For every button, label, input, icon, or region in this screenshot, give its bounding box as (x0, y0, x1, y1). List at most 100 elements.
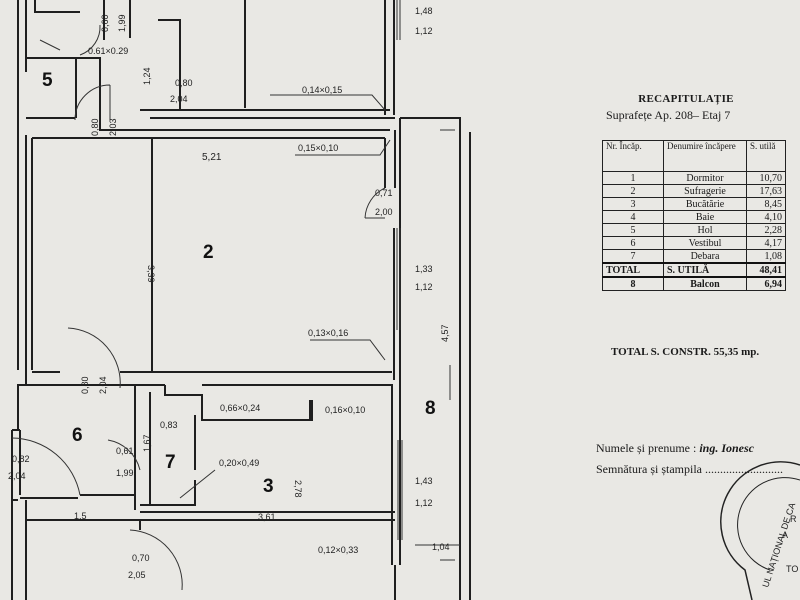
wall (391, 385, 401, 565)
room-number-8: 8 (425, 398, 436, 419)
dim-label: 1,12 (415, 282, 433, 292)
total-construction: TOTAL S. CONSTR. 55,35 mp. (611, 346, 760, 358)
room-area: 6,94 (746, 276, 786, 291)
dim-label: 5,21 (202, 152, 222, 163)
stamp-fragment: A (782, 530, 788, 540)
dim-label: 0,83 (160, 420, 178, 430)
room-number-7: 7 (165, 452, 176, 473)
leader (270, 94, 386, 111)
leader (39, 39, 61, 51)
dim-label: 0,80 (90, 118, 100, 136)
room-name: Hol (663, 223, 747, 237)
room-name: Bucătărie (663, 197, 747, 211)
dim-label: 0,13×0,16 (308, 328, 348, 338)
dim-label: 2,04 (8, 471, 26, 481)
dim-label: 1,12 (415, 498, 433, 508)
dim-label: 1,33 (415, 264, 433, 274)
dim-label: 1,24 (142, 67, 152, 85)
dim-label: 2,04 (98, 376, 108, 394)
dim-label: 0,61 (116, 446, 134, 456)
table-row: 5 Hol 2,28 (602, 223, 786, 237)
room-area: 8,45 (746, 197, 786, 211)
total-label: TOTAL (602, 262, 664, 278)
dim-label: 1,5 (74, 511, 87, 521)
dim-label: 3,61 (258, 512, 276, 522)
dim-label: 0,16×0,10 (325, 405, 365, 415)
room-area: 2,28 (746, 223, 786, 237)
table-row: 3 Bucătărie 8,45 (602, 197, 786, 211)
dim-label: 1,12 (415, 26, 433, 36)
room-name: Debara (663, 249, 747, 264)
dim-label: 0,66×0,24 (220, 403, 260, 413)
dim-label: 0,12×0,33 (318, 545, 358, 555)
room-nr: 6 (602, 236, 664, 250)
dim-label: 1,04 (432, 542, 450, 552)
door-swing (67, 327, 121, 389)
wall (134, 385, 196, 510)
column-header: S. utilă (746, 140, 786, 172)
dim-label: 0,80 (175, 78, 193, 88)
room-number-6: 6 (72, 425, 83, 446)
wall (12, 429, 78, 499)
dim-label: 0,14×0,15 (302, 85, 342, 95)
dim-label: 0,82 (12, 454, 30, 464)
column-header: Denumire încăpere (663, 140, 747, 172)
dim-label: 2,04 (170, 94, 188, 104)
table-row: 6 Vestibul 4,17 (602, 236, 786, 250)
room-area: 10,70 (746, 171, 786, 185)
room-nr: 5 (602, 223, 664, 237)
signature-name-line: Numele și prenume : ing. Ionesc (596, 441, 754, 456)
dim-label: 0,60 (100, 14, 110, 32)
room-number-5: 5 (42, 70, 53, 91)
door-swing (364, 187, 386, 219)
leader (440, 129, 455, 561)
dim-label: 2,00 (375, 207, 393, 217)
room-name: Baie (663, 210, 747, 224)
dim-label: 2,03 (108, 118, 118, 136)
leader (310, 339, 386, 361)
name-label: Numele și prenume : (596, 441, 697, 455)
total-area: 48,41 (746, 262, 786, 278)
room-name: Vestibul (663, 236, 747, 250)
table-row: 2 Sufragerie 17,63 (602, 184, 786, 198)
table-row: 4 Baie 4,10 (602, 210, 786, 224)
dim-label: 0,71 (375, 188, 393, 198)
dim-label: 1,48 (415, 6, 433, 16)
room-nr: 2 (602, 184, 664, 198)
wall (26, 57, 101, 119)
dim-label: 0,80 (80, 376, 90, 394)
signature-sign-line: Semnătura și ștampila ..................… (596, 462, 783, 476)
room-area: 4,10 (746, 210, 786, 224)
room-nr: 7 (602, 249, 664, 264)
recap-table: Nr. Încăp. Denumire încăpere S. utilă 1 … (602, 140, 786, 291)
door-swing (74, 84, 111, 121)
dim-label: 2,78 (293, 480, 303, 498)
dim-label: 3,39 (146, 265, 156, 283)
room-name: Balcon (663, 276, 747, 291)
door-swing (129, 529, 183, 591)
leader (179, 469, 216, 499)
wall (139, 511, 396, 600)
room-area: 17,63 (746, 184, 786, 198)
total-row: TOTAL S. UTILĂ 48,41 (602, 262, 786, 278)
column-header: Nr. Încăp. (602, 140, 664, 172)
dim-label: 2,05 (128, 570, 146, 580)
dimension-labels: 0,60 1,99 0.61×0.29 1,24 0,80 2,04 0,14×… (8, 6, 450, 580)
room-nr: 8 (602, 276, 664, 291)
total-name: S. UTILĂ (663, 262, 747, 278)
wall (384, 118, 401, 385)
room-number-3: 3 (263, 476, 274, 497)
room-name: Sufragerie (663, 184, 747, 198)
dim-label: 1,43 (415, 476, 433, 486)
dim-label: 0,70 (132, 553, 150, 563)
table-row: 7 Debara 1,08 (602, 249, 786, 264)
wall (17, 0, 27, 370)
recap-subtitle: Suprafețe Ap. 208– Etaj 7 (606, 108, 731, 122)
dim-label: 0.61×0.29 (88, 46, 128, 56)
recap-title: RECAPITULAȚIE (638, 93, 734, 105)
wall (400, 117, 471, 600)
table-row: 1 Dormitor 10,70 (602, 171, 786, 185)
wall (25, 494, 395, 600)
stamp-inner (737, 477, 800, 571)
